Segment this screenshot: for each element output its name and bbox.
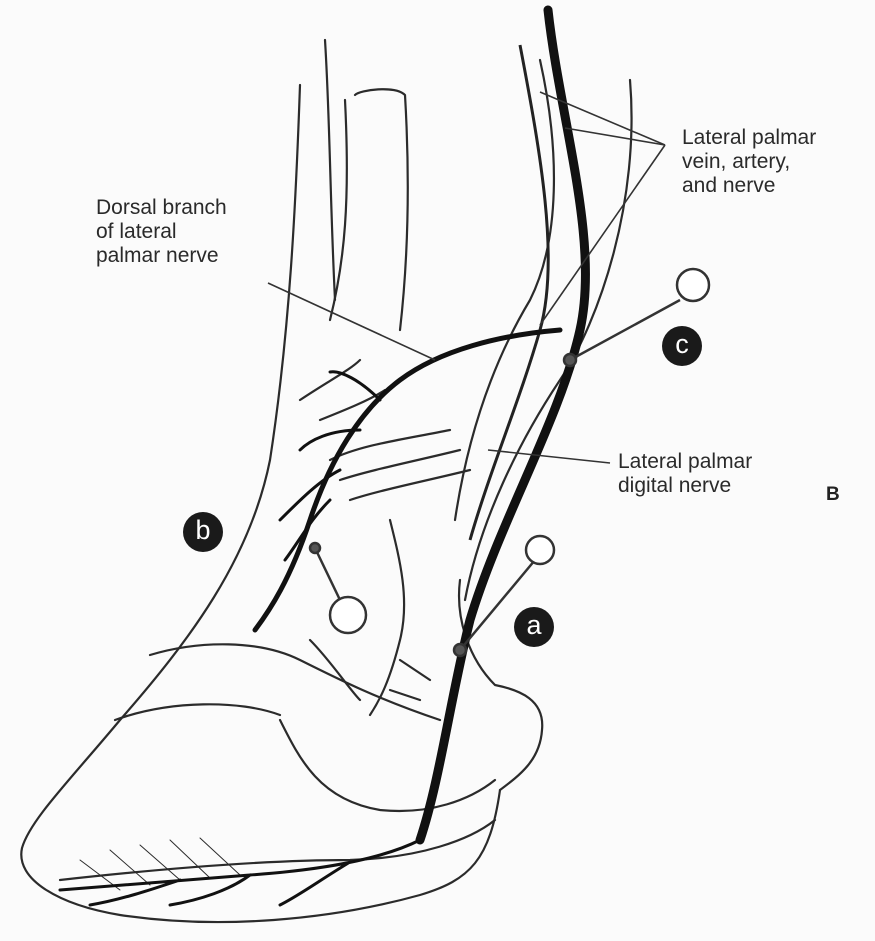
marker-a: a <box>514 607 554 647</box>
label-lateral-palmar-vein-artery-nerve: Lateral palmar vein, artery, and nerve <box>682 126 816 198</box>
leader-vein-2 <box>565 128 665 145</box>
marker-b: b <box>183 512 223 552</box>
leader-vein-3 <box>540 145 665 325</box>
panel-letter: B <box>826 484 840 506</box>
label-dorsal-branch: Dorsal branch of lateral palmar nerve <box>96 196 227 268</box>
leader-digital <box>488 450 610 463</box>
needle-b <box>310 543 366 633</box>
marker-c: c <box>662 326 702 366</box>
leader-vein-1 <box>540 92 665 145</box>
lateral-palmar-vessels <box>420 10 586 840</box>
label-lateral-palmar-digital-nerve: Lateral palmar digital nerve <box>618 450 752 498</box>
leader-dorsal <box>268 283 435 360</box>
